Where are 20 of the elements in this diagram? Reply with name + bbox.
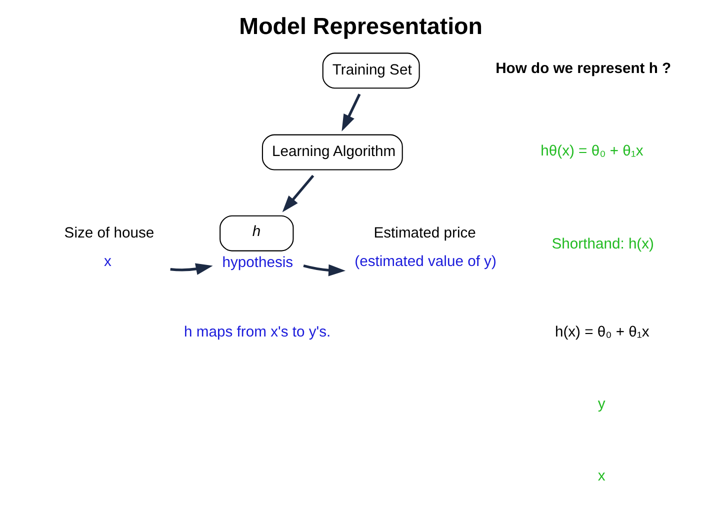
node-label: x: [104, 254, 111, 270]
diagram-title: Model Representation: [238, 13, 482, 40]
node-text: Estimated price: [373, 225, 476, 242]
label: How do we represent h ?: [495, 61, 671, 78]
arrow: [302, 264, 346, 276]
node-label: hypothesis: [222, 254, 293, 271]
node-label: (estimated value of y): [354, 254, 496, 270]
node-box: Training Set: [322, 52, 420, 89]
label: hθ(x) = θ₀ + θ₁x: [540, 144, 643, 160]
label: h maps from x's to y's.: [184, 324, 330, 340]
label: x: [597, 468, 605, 484]
node-box: Learning Algorithm: [261, 134, 402, 170]
arrow: [170, 263, 212, 275]
label: Shorthand: h(x): [551, 236, 654, 252]
node-text: Size of house: [64, 225, 154, 242]
label: h(x) = θ₀ + θ₁x: [554, 324, 649, 340]
arrow: [341, 94, 360, 132]
label: y: [597, 396, 605, 412]
node-box: h: [219, 215, 294, 252]
arrow: [282, 174, 314, 212]
